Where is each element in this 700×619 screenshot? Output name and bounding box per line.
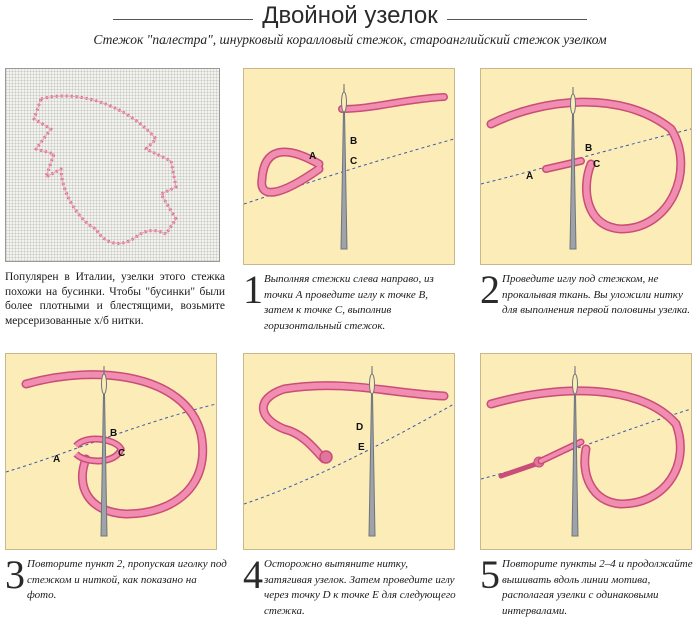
step-5-number: 5 <box>480 552 500 597</box>
step-2-number: 2 <box>480 267 500 312</box>
page-title: Двойной узелок <box>262 2 438 29</box>
step-5-illustration <box>480 353 692 550</box>
header: Двойной узелок Стежок "палестра", шнурко… <box>0 0 700 60</box>
step-1-illustration: A B C <box>243 68 455 265</box>
leaf-stitch-motif <box>32 94 178 245</box>
step-5-text: Повторите пункты 2–4 и продолжайте вышив… <box>502 558 693 617</box>
svg-text:C: C <box>118 448 125 459</box>
svg-text:B: B <box>350 136 357 147</box>
knot-icon <box>319 450 333 464</box>
step-3-text: Повторите пункт 2, пропуская иголку под … <box>27 558 227 601</box>
step-1-number: 1 <box>243 267 263 312</box>
intro-text: Популярен в Италии, узелки этого стежка … <box>5 271 225 327</box>
step-3-illustration: A B C <box>5 353 217 550</box>
step-2-text: Проведите иглу под стежком, не прокалыва… <box>502 273 691 316</box>
svg-text:A: A <box>53 454 60 465</box>
title-rule-right <box>447 19 587 20</box>
fabric-sample-image <box>5 68 220 262</box>
svg-text:B: B <box>110 428 117 439</box>
svg-text:E: E <box>358 442 365 453</box>
step-3-number: 3 <box>5 552 25 597</box>
step-2-illustration: A B C <box>480 68 692 265</box>
svg-text:C: C <box>593 159 600 170</box>
title-rule-left <box>113 19 253 20</box>
svg-text:A: A <box>526 171 533 182</box>
svg-text:A: A <box>309 151 316 162</box>
guide-line <box>244 138 454 205</box>
svg-text:C: C <box>350 156 357 167</box>
needle-icon <box>340 83 348 250</box>
step-1-text: Выполняя стежки слева направо, из точки … <box>264 273 434 332</box>
svg-text:B: B <box>585 143 592 154</box>
page-subtitle: Стежок "палестра", шнурковый коралловый … <box>93 32 607 47</box>
step-4-illustration: D E <box>243 353 455 550</box>
svg-text:D: D <box>356 422 363 433</box>
step-4-number: 4 <box>243 552 263 597</box>
step-4-text: Осторожно вытяните нитку, затягивая узел… <box>264 558 456 617</box>
